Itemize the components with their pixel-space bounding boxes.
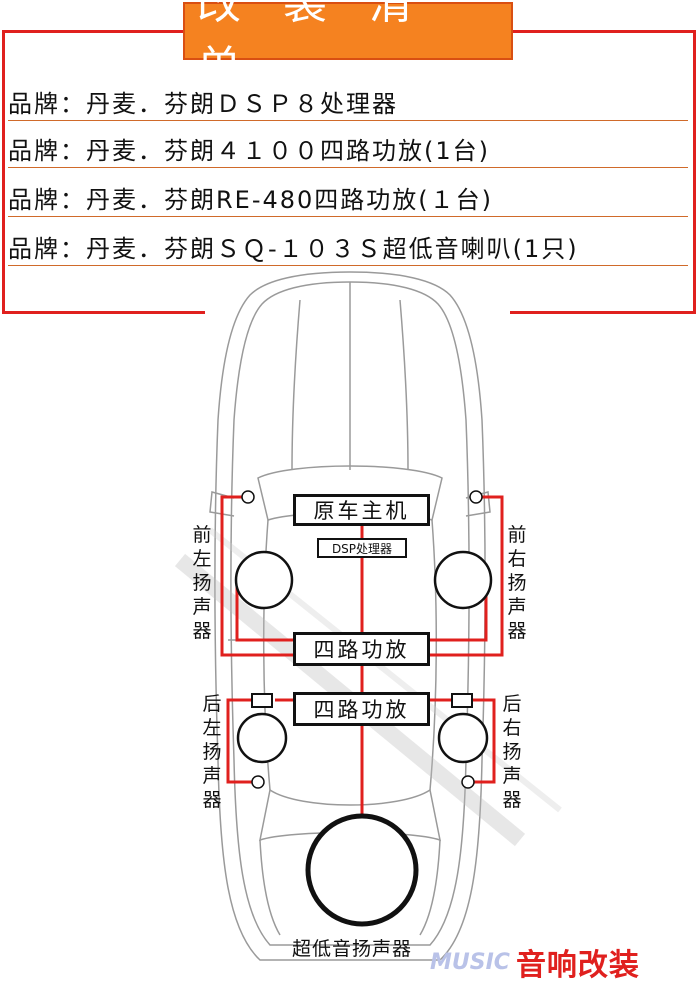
front-right-speaker — [433, 550, 493, 610]
list-item: 品牌：丹麦．芬朗ＳＱ-１０３Ｓ超低音喇叭(1只) — [8, 233, 688, 266]
subwoofer-label: 超低音扬声器 — [292, 938, 413, 960]
brand-logo: MUSIC 音响改装 — [430, 940, 695, 984]
rear-right-speaker-label: 后右扬声器 — [502, 693, 522, 811]
rear-left-speaker — [236, 712, 288, 764]
wiring — [220, 495, 504, 822]
subwoofer-speaker — [305, 813, 419, 927]
rear-amplifier-box: 四路功放 — [293, 692, 430, 726]
crossovers — [251, 693, 473, 708]
list-item: 品牌：丹麦．芬朗４１００四路功放(1台) — [8, 135, 688, 168]
list-item: 品牌：丹麦．芬朗RE-480四路功放(１台) — [8, 184, 688, 217]
front-left-speaker — [234, 550, 294, 610]
head-unit-box: 原车主机 — [293, 494, 430, 526]
brand-mark-icon: MUSIC — [430, 949, 510, 975]
frame-gap — [205, 306, 510, 318]
brand-text: 音响改装 — [515, 948, 640, 983]
front-right-speaker-label: 前右扬声器 — [507, 524, 527, 642]
front-amplifier-box: 四路功放 — [293, 632, 430, 666]
list-item: 品牌：丹麦．芬朗ＤＳＰ８处理器 — [8, 88, 688, 121]
dsp-box: DSP处理器 — [317, 538, 407, 558]
front-left-speaker-label: 前左扬声器 — [192, 524, 212, 642]
tweeters — [241, 490, 483, 789]
rear-right-speaker — [437, 712, 489, 764]
rear-left-speaker-label: 后左扬声器 — [202, 693, 222, 811]
speakers — [234, 550, 493, 927]
